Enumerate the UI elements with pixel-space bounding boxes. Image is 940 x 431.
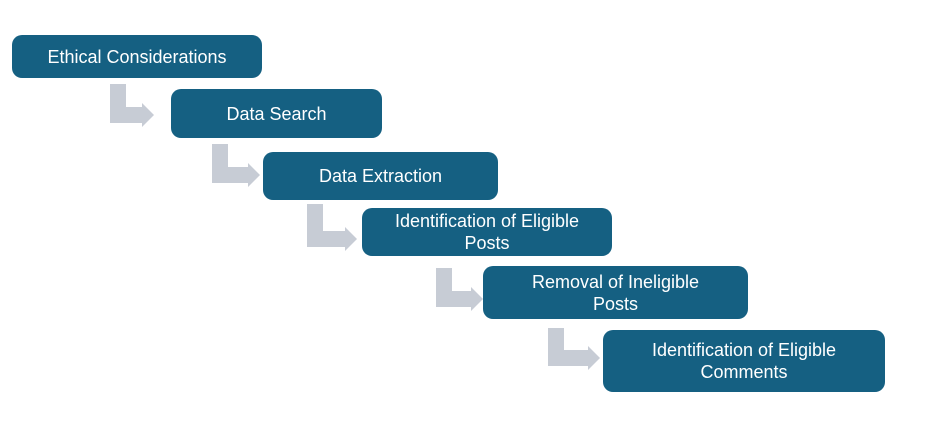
step-label: Data Search — [226, 103, 327, 124]
step-label: Identification of Eligible Posts — [394, 211, 580, 253]
step-box-removal-of-ineligible-posts: Removal of Ineligible Posts — [483, 266, 748, 319]
elbow-arrow-icon-5 — [548, 328, 600, 370]
step-box-data-extraction: Data Extraction — [263, 152, 498, 200]
elbow-arrow-icon-2 — [212, 144, 260, 187]
step-label: Removal of Ineligible Posts — [531, 271, 700, 314]
step-label: Ethical Considerations — [47, 46, 227, 67]
elbow-arrow-icon-3 — [307, 204, 357, 251]
step-box-data-search: Data Search — [171, 89, 382, 138]
step-box-identification-of-eligible-comments: Identification of Eligible Comments — [603, 330, 885, 392]
elbow-arrow-icon-1 — [110, 84, 154, 127]
step-label: Identification of Eligible Comments — [651, 340, 837, 382]
step-box-identification-of-eligible-posts: Identification of Eligible Posts — [362, 208, 612, 256]
elbow-arrow-icon-4 — [436, 268, 483, 311]
step-label: Data Extraction — [318, 166, 443, 186]
step-box-ethical-considerations: Ethical Considerations — [12, 35, 262, 78]
